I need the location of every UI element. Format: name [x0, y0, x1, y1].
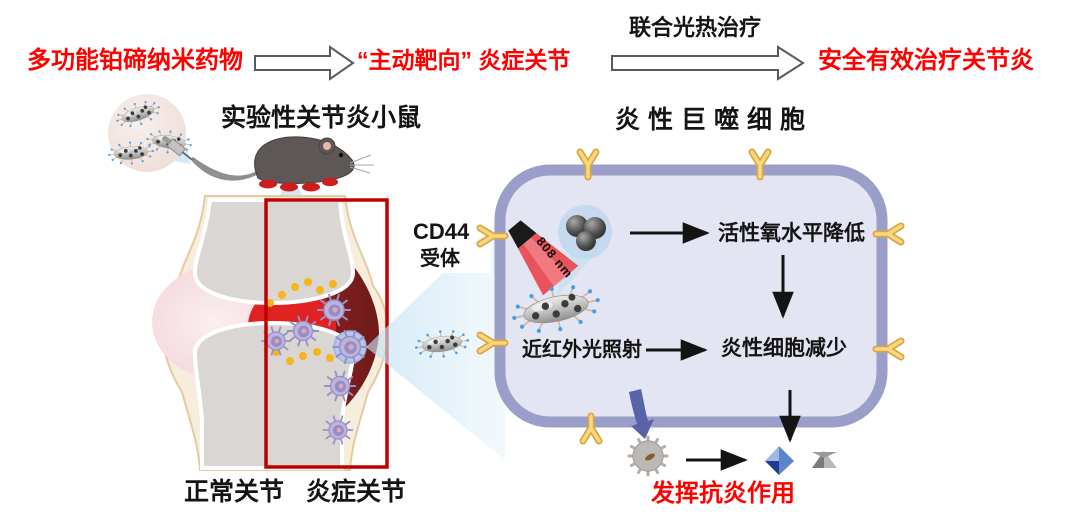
mouse-eye-icon: [338, 152, 344, 158]
mouse-illustration: [192, 136, 374, 192]
joint-illustration: [152, 195, 389, 471]
header-step3-text: 安全有效治疗关节炎: [818, 47, 1034, 74]
cell-result-text: 炎性细胞减少: [721, 337, 847, 360]
nanodrug-circle: [108, 94, 186, 172]
exit-arrow-icon: [629, 389, 654, 439]
nir-label-text: 近红外光照射: [522, 339, 642, 361]
mouse-ear-inner: [323, 142, 331, 150]
femur-bone: [192, 198, 356, 306]
normal-joint-label: 正常关节: [184, 478, 285, 506]
laser-icon: 808 nm: [508, 220, 579, 296]
inflamed-paws: [259, 177, 338, 192]
inflamed-joint-label: 炎症关节: [306, 478, 407, 506]
label-backdrop: [427, 245, 491, 273]
process-arrow-1: [254, 45, 355, 81]
header-step1-text: 多功能铂碲纳米药物: [27, 47, 243, 74]
arrow2-label: 联合光热治疗: [629, 15, 762, 40]
mouse-body: [254, 136, 355, 185]
beam-joint-to-cell: [366, 213, 505, 460]
outcome-text: 发挥抗炎作用: [651, 480, 795, 507]
dying-cell-icon: [627, 435, 669, 477]
platinum-spheres-icon: [566, 215, 606, 251]
process-arrow-2: [611, 45, 805, 81]
header-step2-text: “主动靶向” 炎症关节: [357, 47, 571, 73]
cd44-label-line2: 受体: [420, 248, 460, 270]
ros-result-text: 活性氧水平降低: [718, 222, 865, 245]
blue-crystal-icon: [765, 446, 794, 475]
mouse-whiskers: [349, 154, 374, 174]
cd44-label-line1: CD44: [413, 219, 470, 244]
mouse-scene-title: 实验性关节炎小鼠: [221, 104, 422, 132]
cell-panel-title: 炎性巨噬细胞: [615, 106, 814, 134]
gray-crystal-icon: [812, 451, 837, 468]
